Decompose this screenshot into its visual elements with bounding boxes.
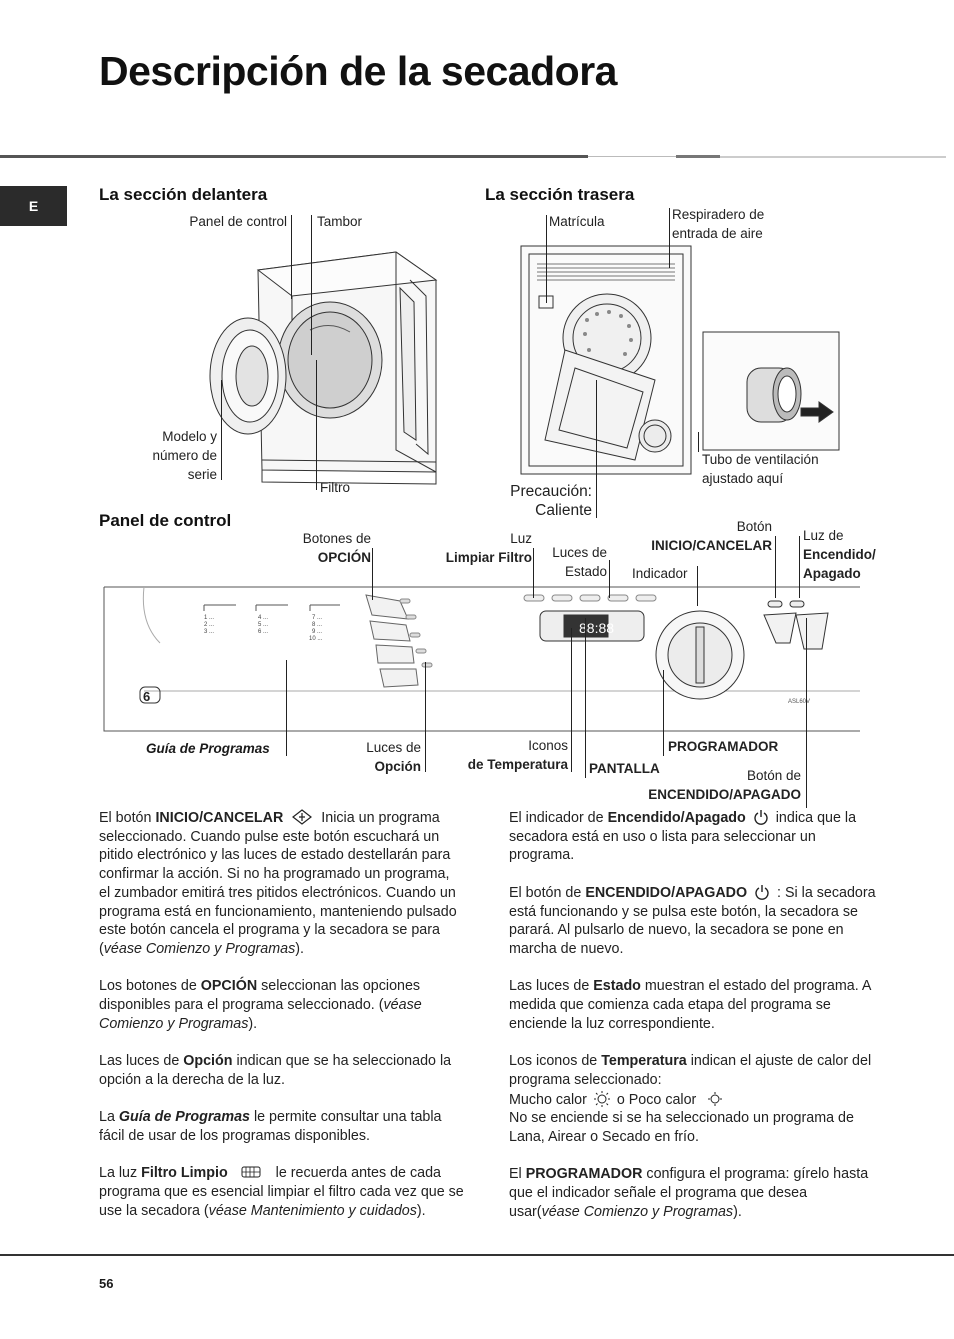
svg-text:8 ...: 8 ... — [312, 622, 322, 628]
label-guia-programas: Guía de Programas — [146, 741, 270, 756]
svg-text:2 ...: 2 ... — [204, 622, 214, 628]
svg-text:3 ...: 3 ... — [204, 629, 214, 635]
header-rule — [0, 155, 588, 158]
leader-line — [311, 215, 312, 355]
leader-line — [698, 432, 699, 452]
rear-section-heading: La sección trasera — [485, 185, 634, 205]
control-panel-illustration: 1 ...2 ...3 ... 4 ...5 ...6 ... 7 ...8 .… — [100, 583, 862, 733]
leader-line — [221, 380, 222, 480]
leader-line — [546, 215, 547, 303]
label-precaucion: Precaución:Caliente — [500, 482, 592, 520]
dryer-front-illustration — [200, 210, 450, 490]
panel-section-heading: Panel de control — [99, 511, 231, 531]
leader-line — [806, 618, 807, 808]
leader-line — [291, 215, 292, 299]
high-heat-icon — [593, 1090, 611, 1108]
label-indicador: Indicador — [632, 564, 688, 583]
header-rule — [720, 156, 946, 158]
svg-text:5 ...: 5 ... — [258, 622, 268, 628]
page-title: Descripción de la secadora — [99, 48, 617, 95]
svg-text:9 ...: 9 ... — [312, 629, 322, 635]
svg-text:1 ...: 1 ... — [204, 615, 214, 621]
svg-text:6 ...: 6 ... — [258, 629, 268, 635]
front-section-heading: La sección delantera — [99, 185, 267, 205]
leader-line — [596, 380, 597, 518]
text-column-right: El indicador de Encendido/Apagado indica… — [509, 809, 879, 1240]
svg-text:7 ...: 7 ... — [312, 615, 322, 621]
header-rule — [588, 156, 676, 157]
leader-line — [799, 536, 800, 598]
capacity-badge: 6 — [143, 689, 150, 704]
power-icon — [753, 809, 769, 825]
svg-text:4 ...: 4 ... — [258, 615, 268, 621]
text-column-left: El botón INICIO/CANCELAR Inicia un progr… — [99, 809, 464, 1239]
leader-line — [372, 548, 373, 600]
leader-line — [669, 208, 670, 268]
leader-line — [663, 670, 664, 756]
low-heat-icon — [706, 1090, 724, 1108]
leader-line — [425, 662, 426, 772]
label-matricula: Matrícula — [549, 212, 605, 231]
dryer-rear-illustration — [515, 240, 845, 480]
header-rule — [676, 155, 720, 158]
svg-text:10 ...: 10 ... — [309, 636, 323, 642]
leader-line — [571, 628, 572, 772]
start-cancel-icon — [291, 809, 313, 825]
leader-line — [585, 618, 586, 778]
leader-line — [533, 548, 534, 598]
footer-rule — [0, 1254, 954, 1256]
power-icon — [754, 884, 770, 900]
filter-icon — [240, 1165, 264, 1179]
label-programador: PROGRAMADOR — [668, 737, 778, 756]
page-number: 56 — [99, 1276, 113, 1291]
leader-line — [286, 660, 287, 756]
leader-line — [316, 360, 317, 490]
leader-line — [609, 560, 610, 598]
leader-line — [697, 566, 698, 606]
language-tab: E — [0, 186, 67, 226]
leader-line — [775, 536, 776, 598]
